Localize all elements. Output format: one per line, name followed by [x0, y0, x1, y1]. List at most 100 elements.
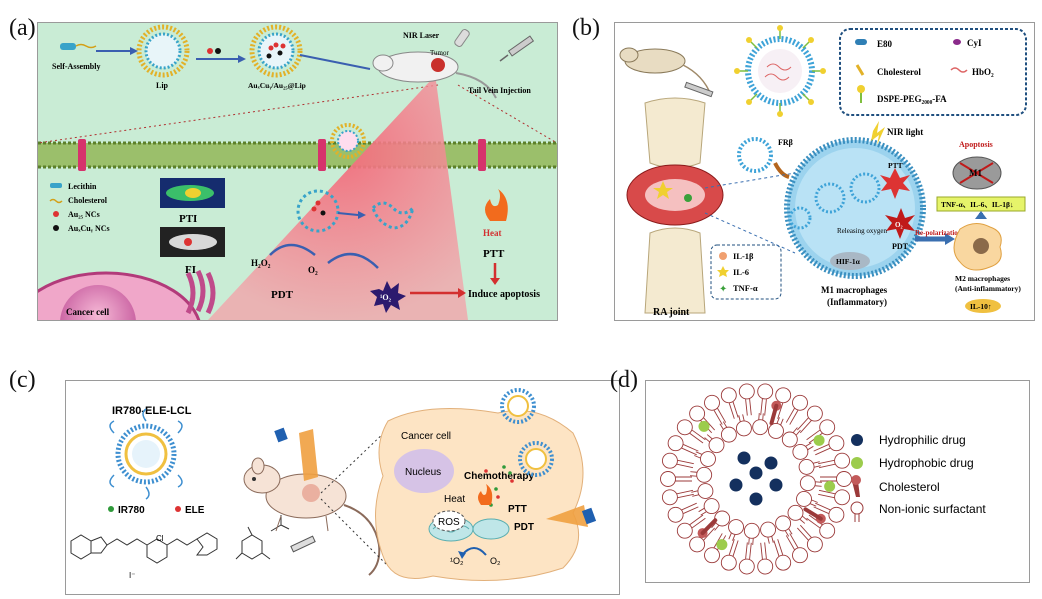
- nanoparticle-legend: [839, 28, 1027, 116]
- liposome-loaded: [249, 24, 303, 78]
- ir780-label: IR780: [118, 505, 145, 516]
- laser-cone-c: [299, 429, 318, 481]
- singlet-o2-label: ¹O₂: [380, 293, 392, 302]
- o2-label-b: O₂: [895, 221, 903, 229]
- pti-label: PTI: [179, 213, 197, 225]
- m1-label: M1: [969, 168, 982, 178]
- ra-joint: [626, 97, 724, 314]
- ros-bubble: [432, 510, 466, 532]
- hydrophobic-drug: [824, 480, 836, 492]
- legend-dspe: DSPE-PEG₂₀₀₀-FA: [877, 94, 947, 104]
- repolarization-label: Re-polarization: [915, 229, 962, 237]
- targeting-nanoparticle: [737, 137, 773, 173]
- laser-beam: [208, 81, 468, 320]
- legend-tnfa: TNF-α: [733, 283, 758, 293]
- tumor-label: Tumor: [430, 49, 449, 57]
- legend-cholesterol-icon: [851, 475, 861, 497]
- cancer-cell-label-c: Cancer cell: [401, 431, 451, 442]
- m2-sub-label: (Anti-inflammatory): [955, 284, 1021, 293]
- tail-vein-label: Tail Vein Injection: [468, 86, 531, 95]
- o2-label-c: O₂: [490, 556, 501, 566]
- fi-label: FI: [185, 264, 196, 276]
- panel-a: Self-Assembly Lip AuₓCuᵧ/Au₂₅@Lip NIR La…: [37, 22, 558, 321]
- self-assembly-label: Self-Assembly: [52, 62, 100, 71]
- pdt-star: [885, 208, 915, 239]
- disrupted-liposome: [371, 201, 416, 230]
- panel-c: IR780-ELE-LCL IR780 ELE Cl I⁻ Cancer: [65, 380, 620, 595]
- panel-d: Hydrophilic drug Hydrophobic drug Choles…: [645, 380, 1030, 583]
- ele-label: ELE: [185, 505, 205, 516]
- niosome-vesicle: [660, 383, 852, 575]
- nucleus-c: [394, 449, 454, 493]
- liposome-in-cell: [518, 441, 554, 477]
- flame-icon-c: [478, 484, 493, 505]
- ele-structure: [235, 515, 290, 560]
- o2-label: O₂: [308, 265, 318, 275]
- heat-label-c: Heat: [444, 494, 465, 505]
- laser-pointer-icon: [454, 29, 470, 47]
- ptt-label-b: PTT: [888, 161, 903, 170]
- nir-bolt-icon: [871, 121, 885, 145]
- liposome-outside-cell: [500, 388, 536, 424]
- legend-lecithin: Lecithin: [68, 182, 97, 191]
- nucleus-label-c: Nucleus: [405, 467, 441, 478]
- golgi-shape: [185, 269, 216, 315]
- heat-label: Heat: [483, 228, 502, 238]
- released-liposome: [296, 189, 340, 233]
- rat-icon: [619, 47, 712, 96]
- cl-label: Cl: [156, 534, 164, 543]
- syringe-icon: [499, 35, 535, 62]
- h2o2-label: H₂O₂: [251, 258, 271, 268]
- cholesterol-molecule: [697, 518, 718, 539]
- lip-label: Lip: [156, 81, 169, 90]
- panel-a-label: (a): [9, 15, 36, 41]
- m1-sub-label: (Inflammatory): [827, 297, 887, 307]
- legend-il6: IL-6: [733, 267, 749, 277]
- panel-b-figure: E80 CyI Cholesterol HbO₂ DSPE-PEG₂₀₀₀-FA…: [619, 25, 1027, 318]
- laser-emitter-icon: [274, 427, 288, 443]
- ros-label: ROS: [438, 517, 460, 528]
- hif-label: HIF-1α: [836, 257, 861, 266]
- legend-hbo2: HbO₂: [972, 67, 994, 77]
- cytokines-down-label: TNF-α、IL-6、IL-1β↓: [941, 200, 1014, 209]
- cholesterol-molecule: [769, 400, 782, 426]
- il10-badge: [965, 299, 1001, 313]
- beam-liposome: [330, 123, 366, 159]
- syringe-icon-b: [684, 81, 714, 98]
- lcl-liposome: [109, 408, 183, 500]
- hydrophobic-drug: [698, 420, 710, 432]
- laser-emitter-cell-icon: [581, 507, 597, 525]
- panel-d-label: (d): [610, 367, 638, 393]
- releasing-oxygen-label: Releasing oxygen: [837, 227, 887, 235]
- legend-surfactant: Non-ionic surfactant: [879, 502, 986, 516]
- legend-surfactant-icon: [850, 501, 864, 522]
- legend-au25: Au₂₅ NCs: [68, 210, 100, 219]
- legend-e80: E80: [877, 39, 893, 49]
- hydrophobic-drug: [716, 539, 728, 551]
- panel-d-figure: Hydrophilic drug Hydrophobic drug Choles…: [660, 383, 986, 575]
- nucleus-shape: [60, 285, 136, 320]
- cholesterol-molecule: [803, 507, 826, 524]
- panel-b: E80 CyI Cholesterol HbO₂ DSPE-PEG₂₀₀₀-FA…: [614, 22, 1035, 321]
- induce-apoptosis-label: Induce apoptosis: [468, 289, 540, 300]
- m1-macrophages-label: M1 macrophages: [821, 285, 888, 295]
- mouse-icon-c: [243, 457, 381, 576]
- legend-auxcuy: AuₓCuᵧ NCs: [68, 224, 110, 233]
- nir-light-label: NIR light: [887, 127, 923, 137]
- ptt-label: PTT: [483, 248, 505, 260]
- legend-cholesterol: Cholesterol: [68, 196, 108, 205]
- fr-beta-label: FRβ: [778, 138, 793, 147]
- hif-nucleus: [830, 252, 870, 270]
- ir780-ele-lcl-title: IR780-ELE-LCL: [112, 405, 192, 417]
- singlet-oxygen-star: [370, 281, 406, 313]
- ptt-label-c: PTT: [508, 504, 527, 515]
- ir780-structure: [70, 532, 218, 564]
- cancer-cell-label: Cancer cell: [66, 307, 110, 317]
- mitochondria-2: [472, 518, 510, 540]
- cell-membrane: [38, 143, 557, 167]
- cytokine-legend: [710, 244, 782, 300]
- panel-a-figure: Self-Assembly Lip AuₓCuᵧ/Au₂₅@Lip NIR La…: [38, 24, 557, 320]
- pdt-label-b: PDT: [892, 242, 909, 251]
- chemotherapy-label: Chemotherapy: [464, 471, 534, 482]
- m2-label: M2 macrophages: [955, 274, 1010, 283]
